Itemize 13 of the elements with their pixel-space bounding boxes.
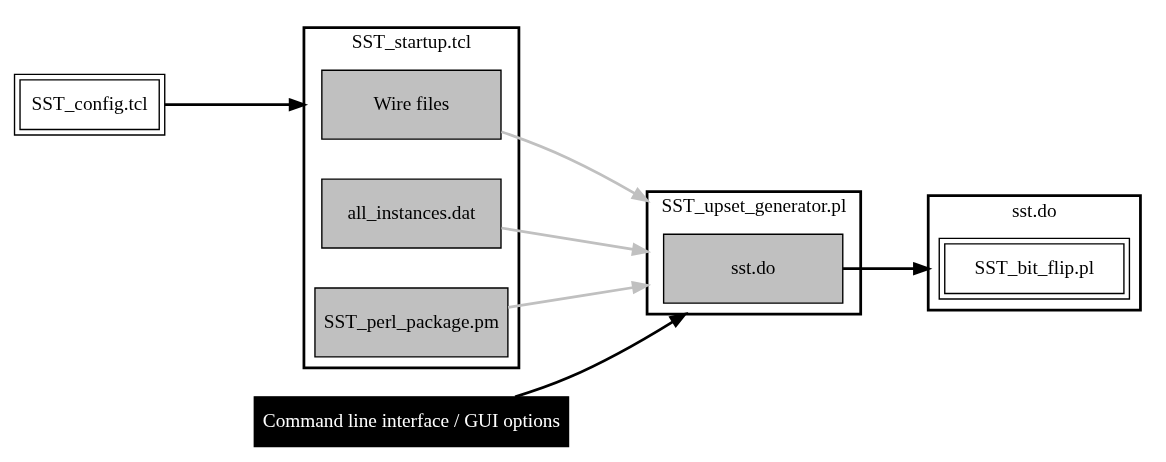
node-box: SST_bit_flip.pl [938,237,1131,300]
arrow [165,97,309,111]
arrow [501,226,652,256]
node-box: Wire files [321,69,502,140]
arrow [500,129,651,203]
arrow [507,280,652,309]
node-box: sst.do [662,233,844,304]
node-box: SST_perl_package.pm [314,286,509,358]
node-box: Command line interface / GUI options [253,395,570,447]
node-box: all_instances.dat [321,177,502,249]
node-box: SST_config.tcl [13,73,166,136]
arrow [843,261,933,275]
arrow [514,311,689,398]
